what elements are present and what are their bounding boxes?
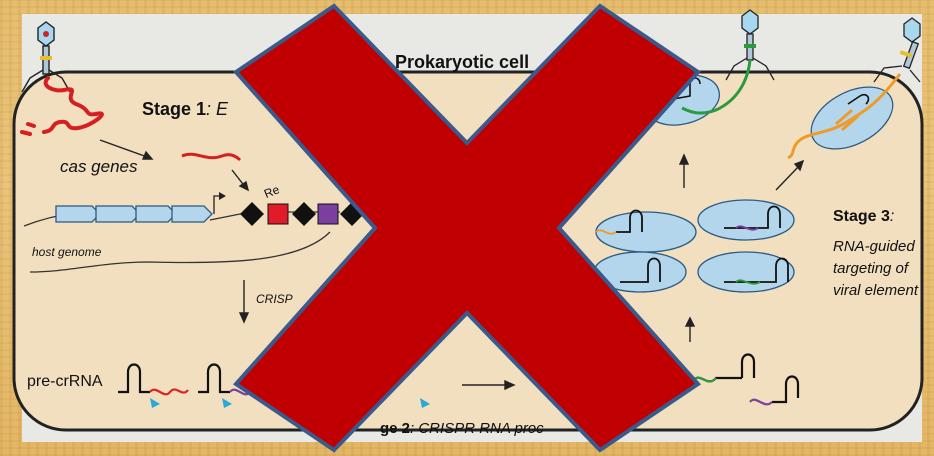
stage3-line1: RNA-guided xyxy=(833,236,915,258)
stage1-heading: Stage 1: E xyxy=(142,99,228,120)
stage2-heading: ge 2: CRISPR RNA proc xyxy=(380,420,544,437)
cell-title: Prokaryotic cell xyxy=(395,52,529,73)
pre-crrna-label: pre-crRNA xyxy=(27,373,103,391)
crispr-transcription-label: CRISP xyxy=(256,292,293,306)
cas-genes xyxy=(56,206,212,222)
stage3-line2: targeting of xyxy=(833,258,908,280)
stage3-heading: Stage 3: xyxy=(833,208,894,226)
host-genome-label: host genome xyxy=(32,245,101,259)
cas-genes-label: cas genes xyxy=(60,157,138,177)
stage3-line3: viral element xyxy=(833,280,918,302)
